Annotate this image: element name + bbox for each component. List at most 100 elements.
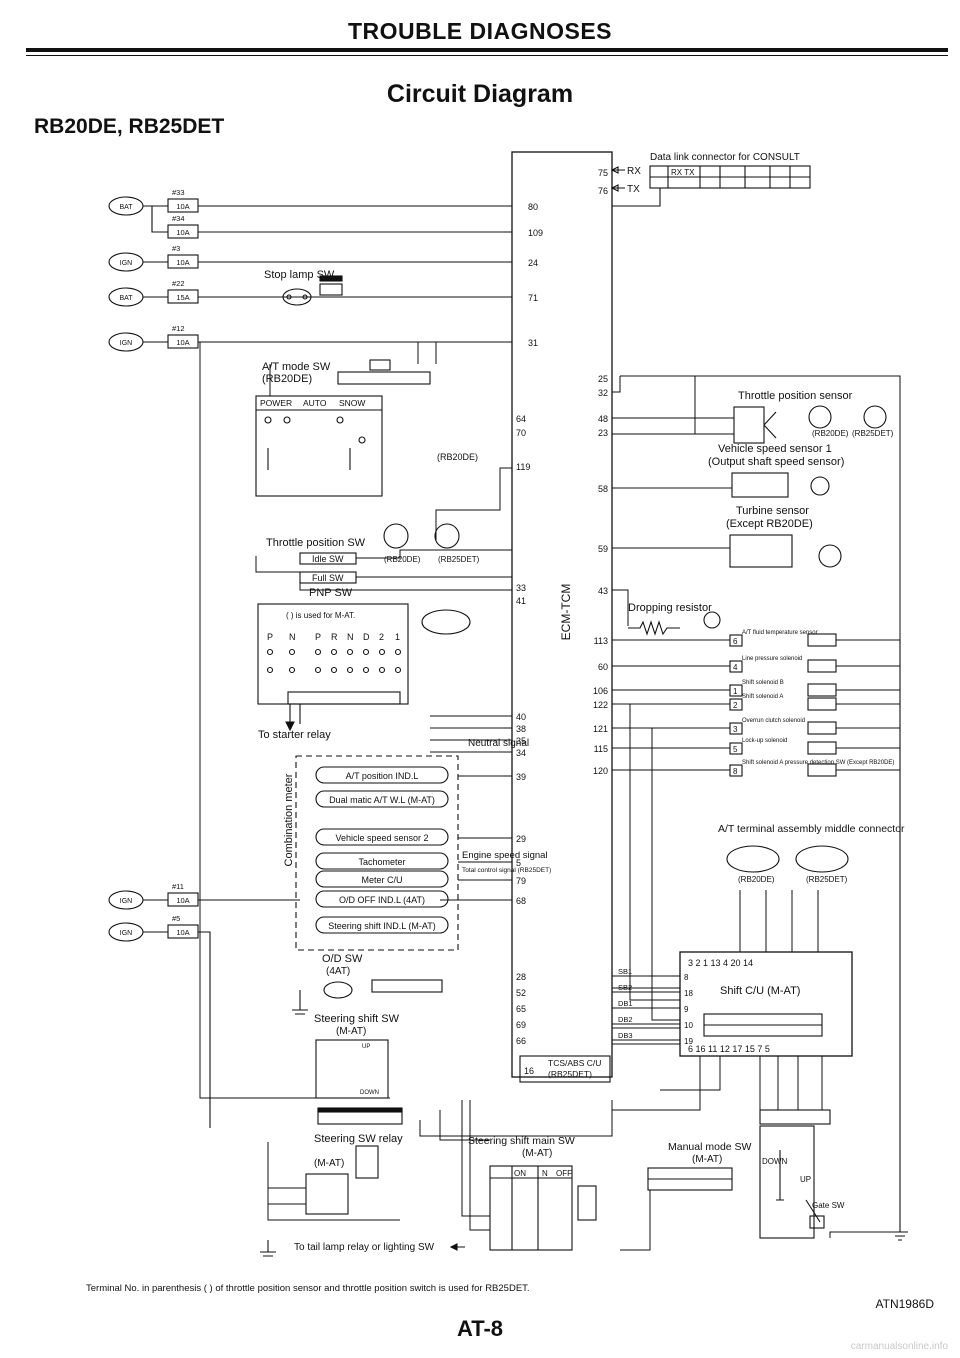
power-source-label: IGN [120,930,132,937]
pnp-contact [330,666,338,674]
pnp-contact [266,666,274,674]
meter-item-box [315,766,449,784]
turbine-sub: (Except RB20DE) [726,518,813,530]
fuse-rating: 10A [176,928,189,937]
vss1-sub: (Output shaft speed sensor) [708,456,844,468]
consult-tx-label: TX [627,184,640,195]
at-mode-col-power: POWER [260,398,292,408]
shift-control-unit: 3 2 1 13 4 20 14 Shift C/U (M-AT) 6 16 1… [612,951,853,1057]
watermark: carmanualsonline.info [850,1341,948,1352]
ecm-left-pin: 35 [516,736,526,746]
pnp-contact [266,648,274,656]
pnp-position-label: R [331,632,338,642]
fuse-number: #34 [172,214,185,223]
neutral-signal-label: Neutral signal [468,738,529,749]
pnp-contact [378,666,386,674]
solenoid-coil [807,697,837,711]
manual-mode-switch[interactable]: Manual mode SW (M-AT) DOWN UP Gate SW [647,1109,845,1239]
ecm-left-pin: 65 [516,1004,526,1014]
at-mode-title: A/T mode SW [262,361,331,373]
right-ground [892,1231,908,1241]
ecm-power-pin: 80 [528,202,538,212]
tps-rb20de: (RB20DE) [812,429,849,438]
shift-signal-label: DB3 [618,1031,633,1040]
at-term-title: A/T terminal assembly middle connector [718,823,905,835]
at-mode-switch[interactable]: A/T mode SW (RB20DE) POWER AUTO SNOW [255,359,431,497]
manual-mode-down: DOWN [762,1157,788,1166]
tps-title: Throttle position sensor [738,390,853,402]
pnp-contact [346,648,354,656]
solenoid-pin: 8 [733,767,738,776]
tps-rb25det: (RB25DET) [852,429,894,438]
ecm-right-pin: 113 [594,636,608,646]
ecm-left-pin: 29 [516,834,526,844]
pnp-connector [287,691,401,705]
turbine-sensor: Turbine sensor (Except RB20DE) [726,505,842,568]
diagram-code: ATN1986D [875,1297,934,1311]
steering-main-off: OFF [556,1169,572,1178]
solenoid-coil [807,683,837,697]
total-control-label: Total control signal (RB25DET) [462,867,551,874]
solenoid-label: Line pressure solenoid [742,656,802,662]
ecm-left-pin: 119 [516,462,530,472]
throttle-position-sensor: Throttle position sensor (RB20DE) (RB25D… [733,390,894,444]
steering-relay-title: Steering SW relay [314,1133,403,1145]
shift-signal-pin: 9 [684,1005,689,1014]
consult-plug-label: RX TX [671,168,695,177]
pnp-title: PNP SW [309,587,353,599]
meter-item-box [315,828,449,846]
solenoid-label: Shift solenoid A pressure detection SW (… [742,760,894,766]
shift-signal-pin: 10 [684,1021,693,1030]
steering-relay[interactable]: Steering SW relay (M-AT) [305,1133,403,1215]
vehicle-speed-sensor-1: Vehicle speed sensor 1 (Output shaft spe… [708,443,844,498]
tcs-sub: (RB25DET) [548,1069,592,1079]
steering-relay-sub: (M-AT) [314,1158,344,1169]
solenoid-label: A/T fluid temperature sensor [742,630,818,636]
ecm-right-pin: 23 [598,428,608,438]
starter-label: To starter relay [258,729,331,741]
power-source-label: BAT [119,204,133,211]
solenoid-label: Shift solenoid A [742,694,783,700]
steering-shift-switch[interactable]: Steering shift SW (M-AT) UP DOWN [314,1013,403,1125]
throttle-position-switch[interactable]: Throttle position SW Idle SW Full SW (RB… [266,523,480,584]
ecm-right-pin: 48 [598,414,608,424]
ecm-left-pin: 38 [516,724,526,734]
ecm-right-pin: 120 [593,766,608,776]
tcs-abs-unit: 16 TCS/ABS C/U (RB25DET) [519,1055,611,1083]
at-terminal-assembly: A/T terminal assembly middle connector (… [718,823,905,884]
diagram-title: Circuit Diagram [386,80,574,108]
shift-signal-label: DB2 [618,1015,633,1024]
solenoid-label: Overrun clutch solenoid [742,718,805,724]
throttle-sw-rb25det: (RB25DET) [438,555,480,564]
ecm-left-pin: 70 [516,428,526,438]
pnp-contact [314,666,322,674]
tcs-pin: 16 [524,1066,534,1076]
stop-lamp-switch[interactable]: Stop lamp SW [264,269,343,306]
fuse-rating: 10A [176,258,189,267]
power-wire [198,899,300,1128]
power-source-label: BAT [119,295,133,302]
steering-shift-main-switch[interactable]: Steering shift main SW (M-AT) ON N OFF [468,1135,597,1251]
full-sw-label: Full SW [312,573,344,583]
pnp-contact [362,648,370,656]
at-mode-col-snow: SNOW [339,398,365,408]
solenoid-label: Lock-up solenoid [742,738,787,744]
shift-cu-bottom-pins: 6 16 11 12 17 15 7 5 [688,1044,770,1054]
idle-sw-label: Idle SW [312,554,344,564]
solenoid-pin: 3 [733,725,738,734]
od-sw-title: O/D SW [322,953,363,965]
od-switch[interactable]: O/D SW (4AT) [292,953,443,1015]
pnp-position-label: P [315,632,321,642]
pnp-position-label: P [267,632,273,642]
tail-lamp-label: To tail lamp relay or lighting SW [294,1242,435,1253]
ecm-right-pin: 58 [598,484,608,494]
meter-item-box [315,852,449,870]
consult-rx-label: RX [627,166,641,177]
